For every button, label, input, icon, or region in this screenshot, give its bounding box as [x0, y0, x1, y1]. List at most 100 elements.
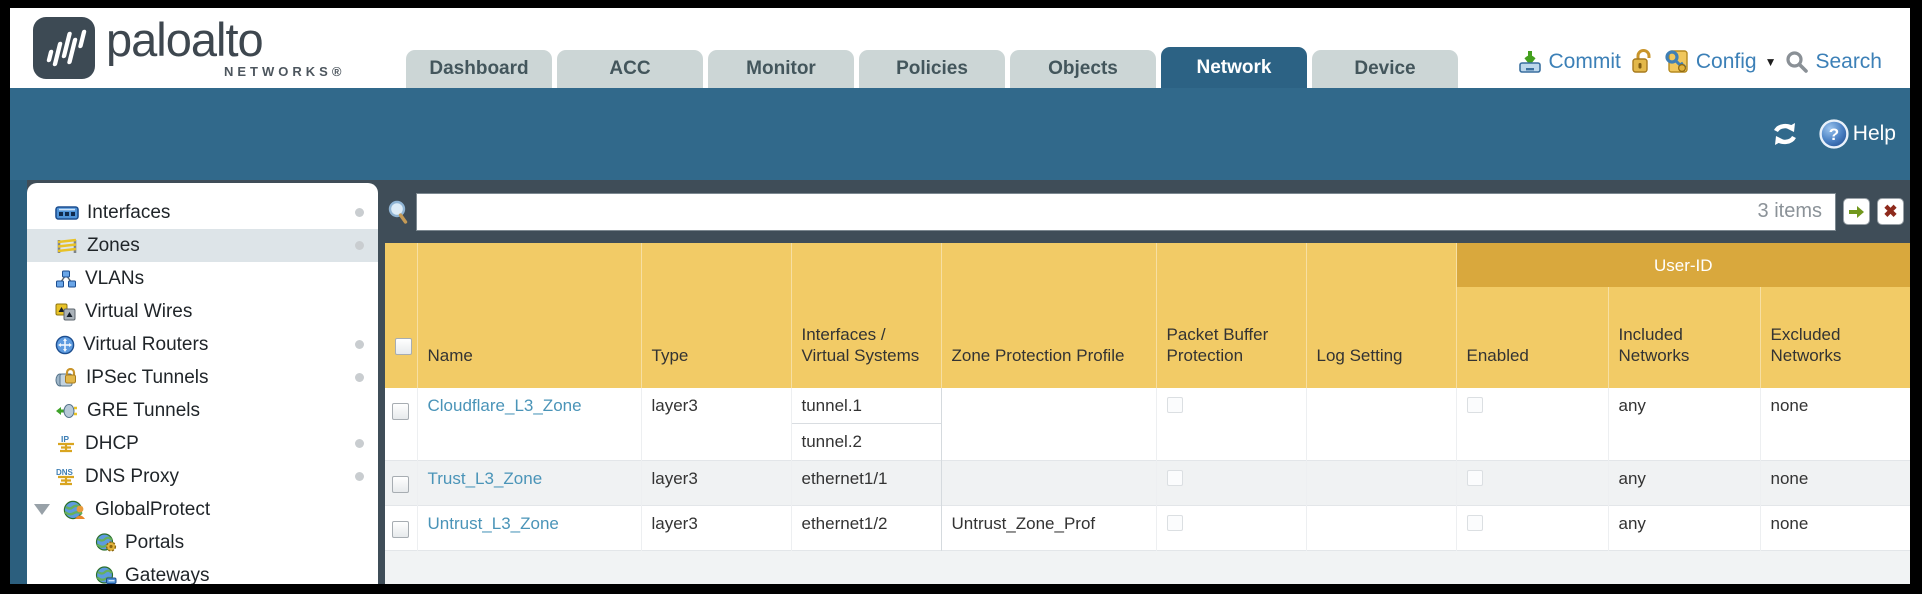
tab-monitor[interactable]: Monitor: [708, 50, 854, 88]
zone-name-link[interactable]: Trust_L3_Zone: [427, 469, 543, 488]
help-button[interactable]: ? Help: [1819, 119, 1896, 149]
zones-table-panel: Name Type Interfaces / Virtual Systems Z…: [385, 243, 1910, 584]
sidebar-item-label: DNS Proxy: [85, 465, 179, 487]
status-dot: [355, 241, 364, 250]
chevron-down-icon: ▼: [1764, 54, 1777, 69]
column-header-interfaces[interactable]: Interfaces / Virtual Systems: [791, 243, 942, 388]
status-dot: [355, 340, 364, 349]
tab-device[interactable]: Device: [1312, 50, 1458, 88]
sidebar-item-gateways[interactable]: Gateways: [27, 559, 378, 584]
main-nav-tabs: Dashboard ACC Monitor Policies Objects N…: [406, 47, 1463, 88]
tab-acc[interactable]: ACC: [557, 50, 703, 88]
column-header-packet-buffer-protection[interactable]: Packet Buffer Protection: [1156, 243, 1307, 388]
interfaces-icon: [55, 205, 79, 220]
refresh-icon[interactable]: [1769, 119, 1801, 149]
gre-tunnels-icon: [56, 403, 77, 418]
column-header-zone-protection-profile[interactable]: Zone Protection Profile: [941, 243, 1157, 388]
sidebar-item-label: Zones: [87, 234, 140, 256]
tab-network[interactable]: Network: [1161, 47, 1307, 88]
virtual-wires-icon: [55, 303, 76, 320]
packet-buffer-protection-checkbox[interactable]: [1166, 470, 1183, 486]
zone-protection-profile: [941, 388, 1157, 461]
column-group-user-id: User-ID: [1456, 243, 1910, 287]
commit-label: Commit: [1548, 49, 1621, 73]
included-networks: any: [1608, 505, 1761, 551]
sidebar-item-globalprotect[interactable]: GlobalProtect: [27, 493, 378, 526]
clear-filter-button[interactable]: ✖: [1877, 198, 1904, 225]
included-networks: any: [1608, 388, 1761, 461]
user-id-enabled-checkbox[interactable]: [1466, 470, 1483, 486]
secondary-toolbar: ? Help: [10, 88, 1910, 180]
sidebar-item-label: Virtual Wires: [85, 300, 193, 322]
zones-icon: [57, 238, 77, 253]
log-setting: [1306, 505, 1457, 551]
column-header-enabled[interactable]: Enabled: [1456, 287, 1609, 388]
lock-icon[interactable]: [1630, 48, 1654, 75]
zone-type: layer3: [641, 460, 792, 506]
filter-input[interactable]: [416, 192, 1836, 231]
column-header-included-networks[interactable]: Included Networks: [1608, 287, 1761, 388]
sidebar-item-label: DHCP: [85, 432, 139, 454]
sidebar-item-gre-tunnels[interactable]: GRE Tunnels: [27, 394, 378, 427]
packet-buffer-protection-checkbox[interactable]: [1166, 515, 1183, 531]
filter-search-icon: [388, 200, 408, 224]
column-header-name[interactable]: Name: [417, 243, 642, 388]
column-header-excluded-networks[interactable]: Excluded Networks: [1760, 287, 1910, 388]
search-menu-button[interactable]: Search: [1785, 50, 1882, 74]
sidebar-item-zones[interactable]: Zones: [27, 229, 378, 262]
row-checkbox[interactable]: [392, 403, 409, 420]
sidebar-item-virtual-wires[interactable]: Virtual Wires: [27, 295, 378, 328]
row-checkbox[interactable]: [392, 476, 409, 493]
sidebar-item-dns-proxy[interactable]: DNS DNS Proxy: [27, 460, 378, 493]
sidebar-item-label: GRE Tunnels: [87, 399, 200, 421]
help-icon: ?: [1819, 119, 1849, 149]
config-label: Config: [1695, 49, 1757, 73]
zone-type: layer3: [641, 388, 792, 461]
commit-button[interactable]: Commit: [1517, 49, 1621, 75]
clear-x-icon: ✖: [1883, 202, 1898, 221]
user-id-enabled-checkbox[interactable]: [1466, 397, 1483, 413]
sidebar-item-dhcp[interactable]: IP DHCP: [27, 427, 378, 460]
tab-policies[interactable]: Policies: [859, 50, 1005, 88]
log-setting: [1306, 460, 1457, 506]
packet-buffer-protection-checkbox[interactable]: [1166, 397, 1183, 413]
status-dot: [355, 439, 364, 448]
svg-text:?: ?: [1829, 125, 1839, 144]
config-dropdown[interactable]: Config ▼: [1663, 48, 1777, 75]
row-checkbox[interactable]: [392, 521, 409, 538]
zone-name-link[interactable]: Untrust_L3_Zone: [427, 514, 559, 533]
network-sidebar: Interfaces Zones: [27, 183, 378, 584]
excluded-networks: none: [1760, 505, 1910, 551]
main-panel: 3 items ✖: [385, 180, 1910, 584]
sidebar-item-interfaces[interactable]: Interfaces: [27, 196, 378, 229]
tab-dashboard[interactable]: Dashboard: [406, 50, 552, 88]
zone-interfaces-cell: ethernet1/1: [790, 460, 942, 506]
filter-input-wrap: 3 items: [416, 192, 1836, 231]
sidebar-item-ipsec-tunnels[interactable]: IPSec Tunnels: [27, 361, 378, 394]
interface-entry: ethernet1/2: [801, 514, 888, 533]
green-arrow-icon: [1849, 205, 1864, 218]
sidebar-item-label: Portals: [125, 531, 185, 553]
zone-name-link[interactable]: Cloudflare_L3_Zone: [427, 396, 582, 415]
collapse-arrow-icon[interactable]: [34, 504, 50, 515]
sidebar-item-portals[interactable]: Portals: [27, 526, 378, 559]
tab-objects[interactable]: Objects: [1010, 50, 1156, 88]
select-all-checkbox[interactable]: [395, 338, 412, 355]
header-select-all: [385, 243, 418, 388]
logo-wordmark: paloalto NETWORKS®: [106, 16, 345, 78]
column-header-log-setting[interactable]: Log Setting: [1306, 243, 1457, 388]
paloalto-logo: paloalto NETWORKS®: [32, 16, 402, 80]
apply-filter-button[interactable]: [1843, 198, 1870, 225]
sidebar-item-label: IPSec Tunnels: [86, 366, 209, 388]
filter-bar: 3 items ✖: [385, 180, 1910, 243]
sidebar-item-vlans[interactable]: VLANs: [27, 262, 378, 295]
user-id-enabled-checkbox[interactable]: [1466, 515, 1483, 531]
logo-subtitle-text: NETWORKS®: [224, 64, 346, 79]
sidebar-item-virtual-routers[interactable]: Virtual Routers: [27, 328, 378, 361]
vlans-icon: [56, 270, 76, 287]
search-icon: [1786, 50, 1809, 73]
column-header-type[interactable]: Type: [641, 243, 792, 388]
left-edge-strip: [10, 180, 27, 584]
table-row-untrust: Untrust_L3_Zone layer3 ethernet1/2 Untru…: [385, 505, 1910, 551]
